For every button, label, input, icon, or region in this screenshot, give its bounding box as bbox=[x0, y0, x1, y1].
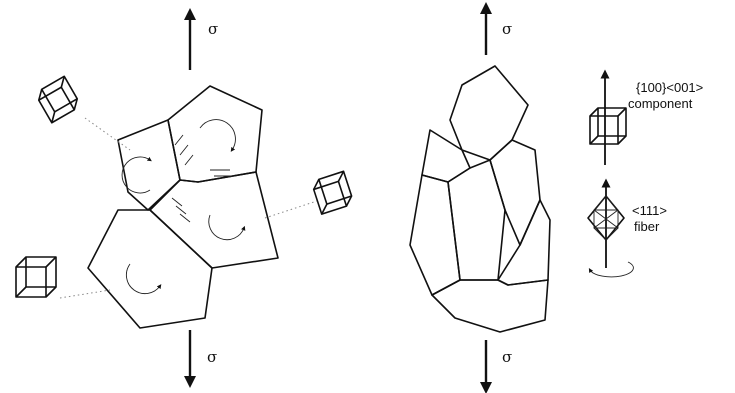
rotation-arrow-icon bbox=[122, 157, 150, 193]
grain bbox=[422, 130, 470, 182]
rotation-arrow-icon bbox=[126, 264, 160, 294]
stress-label: σ bbox=[502, 22, 512, 37]
leader-line bbox=[265, 200, 320, 218]
rotation-arrow-icon bbox=[209, 215, 244, 240]
stress-label: σ bbox=[502, 350, 512, 365]
cube-icon bbox=[16, 257, 56, 297]
shear-marks bbox=[210, 170, 234, 176]
cube-icon bbox=[35, 76, 81, 122]
middle-aggregate bbox=[410, 8, 550, 388]
stress-label: σ bbox=[207, 350, 217, 365]
grain bbox=[88, 210, 212, 328]
grain bbox=[448, 160, 505, 280]
shear-marks bbox=[175, 135, 193, 165]
fiber-symbol bbox=[588, 183, 633, 277]
grain bbox=[410, 175, 460, 295]
fiber-label: fiber bbox=[634, 219, 659, 234]
cube-icon bbox=[311, 171, 354, 214]
shear-marks bbox=[172, 198, 190, 222]
grain bbox=[150, 172, 278, 268]
left-aggregate bbox=[16, 14, 354, 382]
component-symbol bbox=[590, 74, 626, 165]
component-label: component bbox=[628, 96, 692, 111]
cube-icon bbox=[590, 108, 626, 144]
fiber-label: <111> bbox=[632, 203, 667, 218]
stress-label: σ bbox=[208, 22, 218, 37]
component-label: {100}<001> bbox=[636, 80, 703, 95]
rotation-arrow-icon bbox=[200, 120, 235, 150]
leader-line bbox=[60, 290, 110, 298]
grain bbox=[432, 280, 548, 332]
leader-line bbox=[85, 118, 130, 150]
grain bbox=[168, 86, 262, 182]
grain bbox=[450, 66, 528, 160]
rotation-arrow-icon bbox=[590, 262, 633, 277]
grain bbox=[490, 140, 540, 245]
